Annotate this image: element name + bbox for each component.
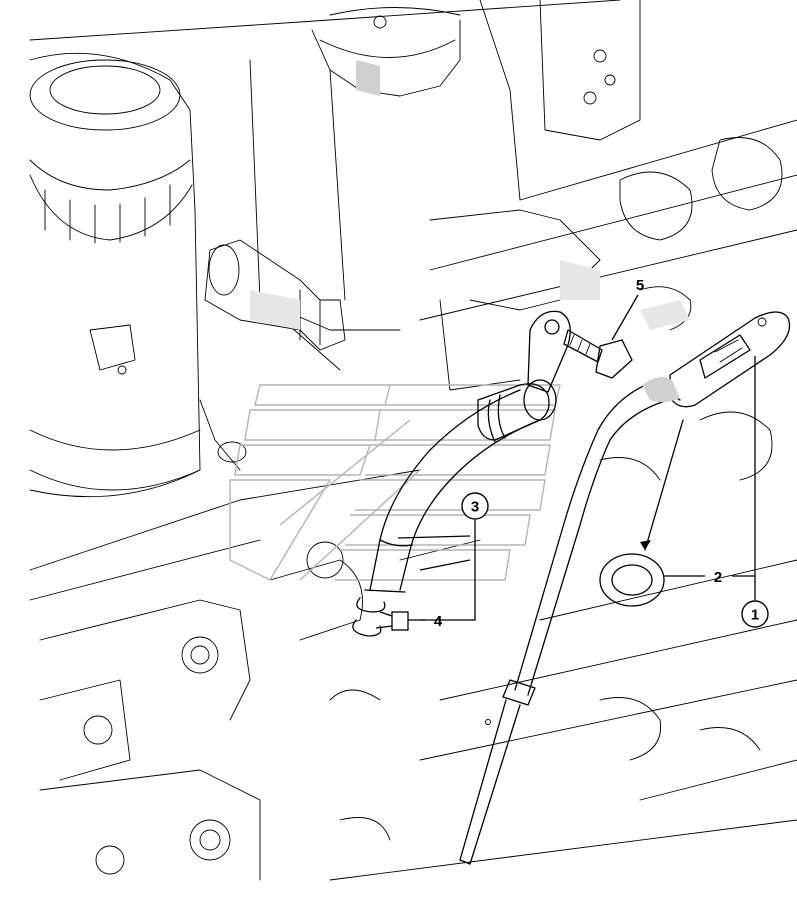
- callout-3: 3: [461, 492, 489, 520]
- callout-1: 1: [741, 600, 769, 628]
- callout-5: 5: [636, 277, 644, 294]
- callout-4-label: 4: [434, 613, 443, 630]
- clips-part-4: [352, 597, 386, 637]
- callout-4: 4: [434, 613, 443, 630]
- callout-1-label: 1: [751, 607, 759, 624]
- bracket-and-bolt: [527, 310, 633, 393]
- callout-3-label: 3: [471, 499, 479, 516]
- callout-5-label: 5: [636, 277, 644, 294]
- watermark-logo: [229, 384, 561, 581]
- engine-block-background: [29, 0, 797, 881]
- callout-2-label: 2: [714, 569, 722, 586]
- callout-2: 2: [714, 569, 722, 586]
- dipstick-assembly: [459, 311, 791, 865]
- leader-lines: [375, 294, 756, 631]
- o-ring-part-2: [599, 419, 684, 607]
- guide-tube: [364, 379, 557, 593]
